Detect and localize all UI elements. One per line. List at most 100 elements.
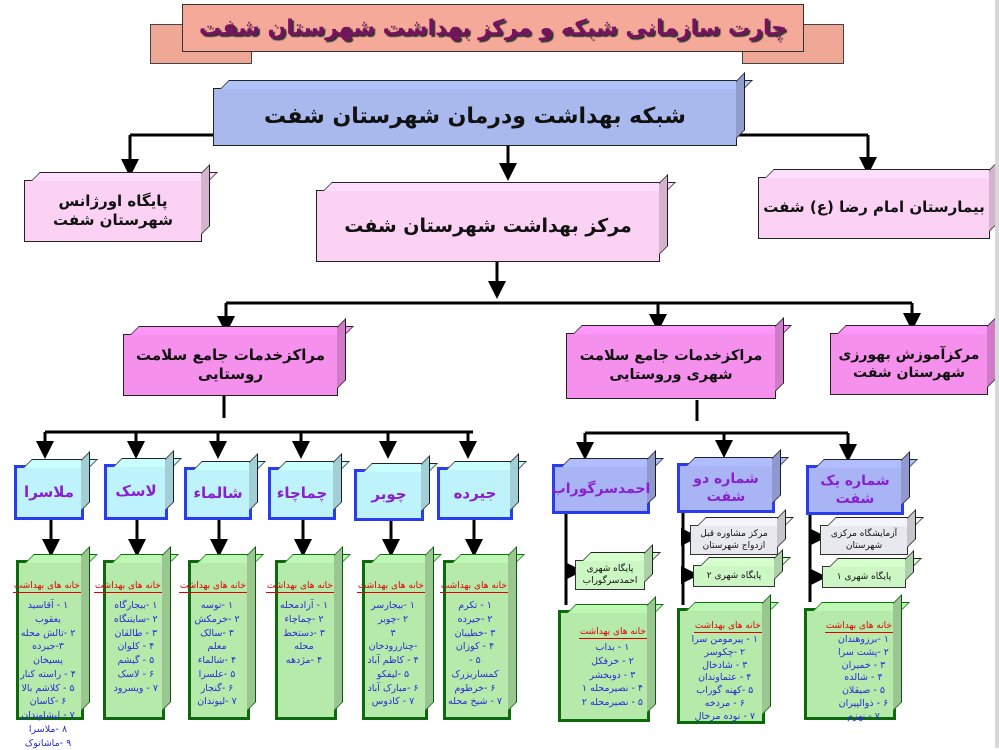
health-house-item: ۴ - شالده [844,672,883,684]
health-house-item: ۱ - بداب [595,642,630,653]
health-houses-title: خانه های بهداشت [439,581,508,593]
rural-center-shalma[interactable]: شالماء [184,467,252,520]
health-house-item: ۳ - طالقان [114,627,158,639]
health-house-item: ۳ -دستخط محله [283,627,325,653]
urban-center-ahmadsargurab[interactable]: احمدسرگوراب [552,464,650,514]
health-houses-title: خانه های بهداشت [12,581,81,593]
health-house-item: ۲ -سایتنگاه [113,613,158,625]
health-house-item: ۶ -خرطوم [454,682,496,694]
health-house-item: ۶ - لاسک [117,668,155,680]
rural-center-label: شالماء [193,483,243,502]
health-house-item: ۳ - خمیران [841,659,886,671]
rural-center-label: ملاسرا [24,482,74,501]
urban-base-1[interactable]: پایگاه شهری ۱ [822,566,906,588]
health-houses-title: خانه های بهداشت [578,627,647,639]
label-line: پایگاه شهری [586,563,634,574]
health-houses-title: خانه های بهداشت [178,581,247,593]
urban-center-label: شماره یک شفت [820,472,890,507]
health-house-item: ۶ -مبارک آباد [367,682,419,694]
rural-center-label: جیرده [453,483,497,502]
node-health-center[interactable]: مرکز بهداشت شهرستان شفت [316,190,660,262]
label-line: شهرستان [845,541,883,551]
rural-center-label: لاسک [115,482,157,501]
label-line: ازدواج شهرستان [702,541,766,551]
node-imam-reza-hospital-label: بیمارستان امام رضا (ع) شفت [763,198,985,217]
health-house-item: ۲ -پشت سرا [838,646,889,658]
rural-center-mollasara[interactable]: ملاسرا [14,465,84,520]
health-house-item: ۲ -جیرده [457,613,493,625]
premarital-counseling-center[interactable]: مرکز مشاوره قبل ازدواج شهرستان [690,525,778,555]
health-houses-title: خانه های بهداشت [93,581,162,593]
label-line: روستایی [197,365,264,383]
urban-base-ahmadsargurab[interactable]: پایگاه شهری احمدسرگوراب [575,560,645,590]
node-health-center-label: مرکز بهداشت شهرستان شفت [344,214,632,237]
health-house-item: ۶ - مردخه [704,698,745,710]
health-house-item: ۴ -شالماء [197,655,237,667]
health-house-item: ۲ - خرفکل [591,655,634,667]
health-house-item: ۴ - عثماوندان [698,672,752,684]
health-house-item: ۱ -توسه [200,600,234,611]
health-house-item: ۵ -علسرا [198,668,236,680]
label-line: شهرستان شفت [53,211,173,229]
health-house-item: ۳ - دوبخشر [589,669,636,681]
urban-center-shaft-1[interactable]: شماره یک شفت [806,465,904,515]
unit-label: آزمایشگاه مرکزی شهرستان [831,528,897,552]
health-house-item: ۵ - کلاشم بالا [21,682,75,694]
health-houses-mollasara: خانه های بهداشت ۱ - آقاسید یعقوب ۲ -تالش … [12,560,84,749]
rural-center-chomachaa[interactable]: چماچاء [268,467,336,520]
health-house-item: ۱ - پیرمومن سرا [691,634,758,645]
node-health-network[interactable]: شبکه بهداشت ودرمان شهرستان شفت [213,88,737,146]
chart-title-banner: چارت سازمانی شبکه و مرکز بهداشت شهرستان … [182,4,804,52]
node-behvarz-training-center[interactable]: مرکزآموزش بهورزی شهرستان شفت [830,333,988,395]
unit-label: مرکز مشاوره قبل ازدواج شهرستان [700,528,768,552]
node-emergency-base[interactable]: پایگاه اورژانس شهرستان شفت [24,180,202,242]
urban-base-2[interactable]: پایگاه شهری ۲ [693,565,775,587]
label-line: مرکزآموزش بهورزی [838,346,980,363]
health-house-item: ۴ - کوزان [455,641,495,653]
rural-center-label: چماچاء [276,483,328,502]
label-line: احمدسرگوراب [582,576,638,586]
health-house-item: ۴ -مژدهه [285,655,323,667]
node-emergency-base-label: پایگاه اورژانس شهرستان شفت [53,192,173,231]
health-house-item: ۲ -تالش محله [20,627,76,639]
health-house-item: ۱ - آزادمحله [279,600,329,611]
health-house-item: ۷ - کادوس [371,696,415,708]
label-line: آزمایشگاه مرکزی [830,528,898,539]
label-line: شهری وروستایی [609,367,733,383]
health-house-item: ۳ -چناررودخان [368,627,418,653]
scrollbar[interactable] [995,0,999,748]
health-house-item: ۹ -ماشاتوک [24,737,72,749]
health-houses-ahmadsargurab: خانه های بهداشت ۱ - بداب ۲ - خرفکل ۳ - دوب… [558,610,650,722]
node-imam-reza-hospital[interactable]: بیمارستان امام رضا (ع) شفت [758,177,990,239]
rural-center-jirdeh[interactable]: جیرده [437,467,513,520]
node-rural-health-centers[interactable]: مراکزخدمات جامع سلامت روستایی [123,334,338,396]
rural-center-choobar[interactable]: چوبر [354,469,424,521]
health-house-item: ۱ -بیجارگاه [114,600,158,611]
node-rural-health-centers-label: مراکزخدمات جامع سلامت روستایی [136,346,325,385]
rural-center-lasak[interactable]: لاسک [104,464,168,520]
health-house-item: ۶ -گنجار [200,682,234,694]
health-house-item: ۷ - نهزم [847,710,880,722]
node-health-network-label: شبکه بهداشت ودرمان شهرستان شفت [264,103,686,129]
health-house-item: ۵ - صیقلان [841,685,885,697]
urban-center-shaft-2[interactable]: شماره دو شفت [677,463,775,513]
node-urban-rural-health-centers-label: مراکزخدمات جامع سلامت شهری وروستایی [580,347,763,385]
label-line: پایگاه اورژانس [58,191,168,210]
label-line: مرکز مشاوره قبل [700,528,768,539]
health-house-item: ۵ -لیفکو [376,668,410,680]
health-house-item: ۱ - آقاسید یعقوب [27,600,69,625]
central-laboratory[interactable]: آزمایشگاه مرکزی شهرستان [820,525,908,555]
unit-label: پایگاه شهری احمدسرگوراب [583,563,638,587]
health-house-item: ۳ -سالک معلم [200,627,234,653]
health-houses-title: خانه های بهداشت [265,581,334,593]
health-house-item: ۷ - شیخ محله [447,696,502,708]
health-house-item: ۴ - راسته کنار [20,668,76,680]
node-urban-rural-health-centers[interactable]: مراکزخدمات جامع سلامت شهری وروستایی [566,333,776,399]
